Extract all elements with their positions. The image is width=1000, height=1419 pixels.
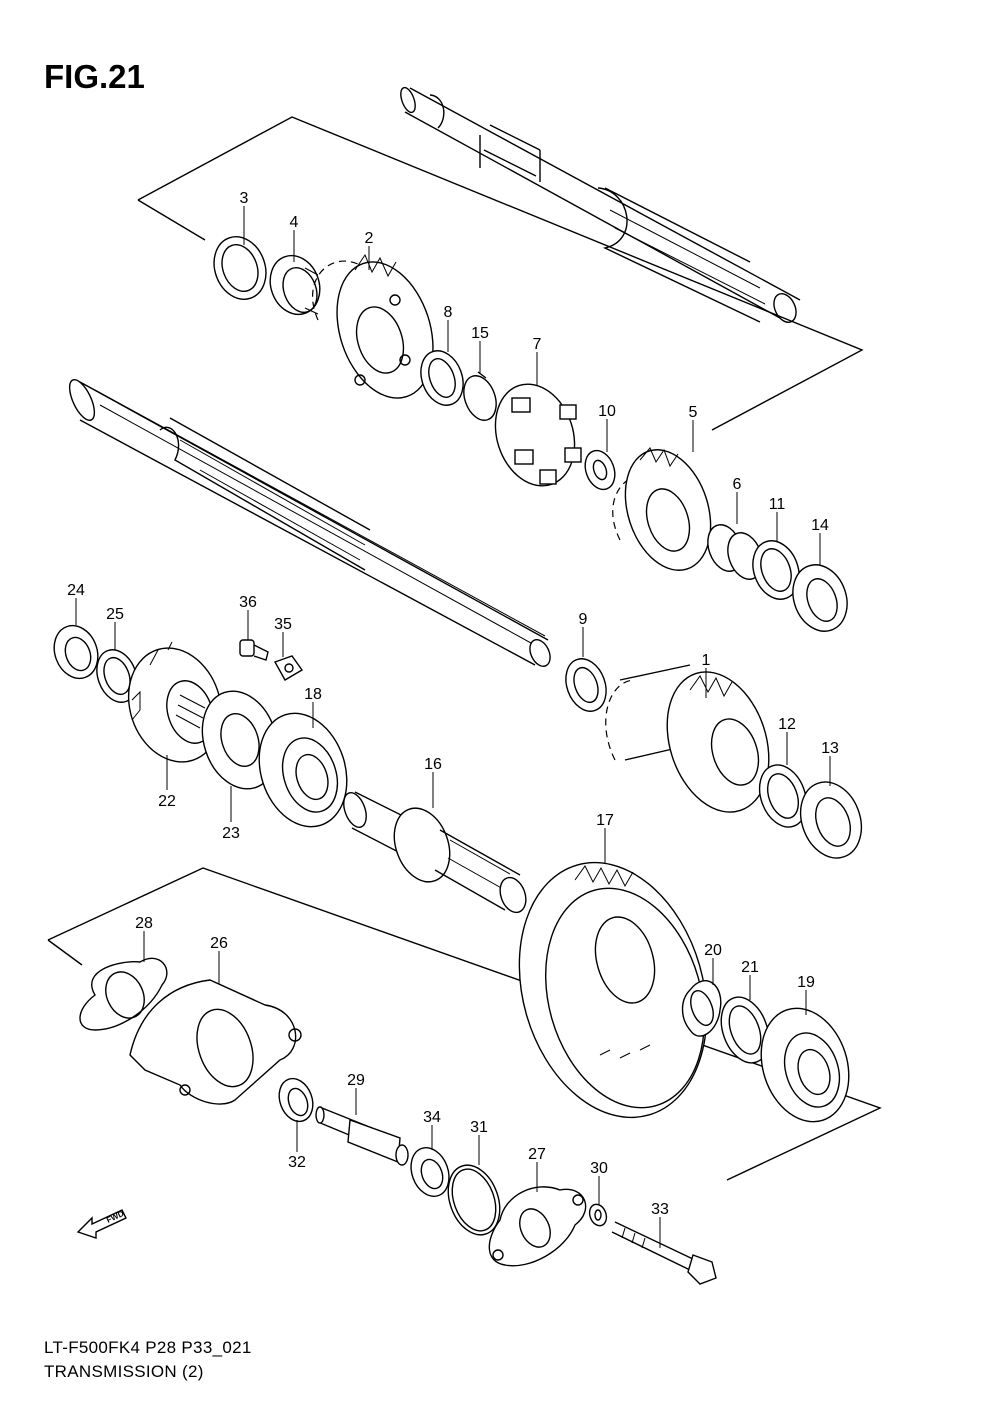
part-3-seal bbox=[213, 236, 267, 300]
part-label-16: 16 bbox=[424, 756, 442, 773]
part-11-washer bbox=[752, 540, 800, 600]
part-2-gear bbox=[312, 253, 434, 399]
part-labels: 3 4 2 8 15 7 10 5 6 11 14 24 25 36 35 18… bbox=[67, 190, 839, 1218]
part-15-circlip bbox=[463, 371, 497, 421]
part-28-gasket bbox=[79, 957, 168, 1031]
figure-name: TRANSMISSION (2) bbox=[44, 1362, 204, 1381]
part-36-bolt bbox=[239, 639, 269, 661]
part-18-bearing bbox=[258, 712, 348, 828]
part-22-bevel-gear bbox=[127, 641, 223, 763]
part-label-26: 26 bbox=[210, 935, 228, 952]
part-label-31: 31 bbox=[470, 1119, 488, 1136]
part-label-1: 1 bbox=[702, 652, 711, 669]
part-label-11: 11 bbox=[769, 496, 786, 513]
part-34-bearing bbox=[410, 1147, 450, 1197]
part-label-4: 4 bbox=[290, 214, 299, 231]
part-label-19: 19 bbox=[797, 974, 815, 991]
part-label-8: 8 bbox=[444, 304, 453, 321]
part-16-output-shaft bbox=[343, 791, 527, 914]
part-26-housing bbox=[129, 979, 302, 1105]
upper-shaft bbox=[400, 86, 801, 323]
part-label-32: 32 bbox=[288, 1154, 306, 1171]
part-label-24: 24 bbox=[67, 582, 85, 599]
part-label-21: 21 bbox=[741, 959, 759, 976]
part-17-final-driven-gear bbox=[518, 861, 708, 1119]
part-label-6: 6 bbox=[733, 476, 742, 493]
part-label-5: 5 bbox=[689, 404, 698, 421]
part-8-washer bbox=[420, 350, 464, 406]
part-19-bearing bbox=[760, 1007, 850, 1123]
part-33-bolt bbox=[611, 1221, 717, 1285]
part-label-3: 3 bbox=[240, 190, 249, 207]
part-29-pinion-shaft bbox=[315, 1106, 409, 1166]
part-10-washer bbox=[584, 449, 616, 491]
part-13-bearing bbox=[799, 781, 863, 859]
part-label-27: 27 bbox=[528, 1146, 546, 1163]
part-25-washer bbox=[96, 649, 138, 703]
figure-title: FIG.21 bbox=[44, 58, 145, 95]
part-21-shim bbox=[720, 996, 770, 1064]
upper-guide-left bbox=[137, 199, 206, 241]
part-label-15: 15 bbox=[471, 325, 489, 342]
part-20-washer bbox=[681, 980, 722, 1037]
part-1-gear bbox=[605, 664, 770, 813]
part-14-bearing bbox=[792, 564, 848, 632]
part-label-17: 17 bbox=[596, 812, 614, 829]
part-label-36: 36 bbox=[239, 594, 257, 611]
part-7-shift-dog bbox=[494, 383, 582, 487]
part-27-cover bbox=[488, 1186, 587, 1267]
part-label-25: 25 bbox=[106, 606, 124, 623]
model-code: LT-F500FK4 P28 P33_021 bbox=[44, 1338, 252, 1357]
part-label-10: 10 bbox=[598, 403, 616, 420]
part-label-20: 20 bbox=[704, 942, 722, 959]
part-12-washer bbox=[758, 764, 808, 828]
part-label-33: 33 bbox=[651, 1201, 669, 1218]
part-label-28: 28 bbox=[135, 915, 153, 932]
leader-lines bbox=[75, 206, 831, 1248]
part-label-23: 23 bbox=[222, 825, 240, 842]
part-35-lock-washer bbox=[273, 655, 304, 681]
part-label-2: 2 bbox=[365, 230, 374, 247]
part-label-13: 13 bbox=[821, 740, 839, 757]
part-label-35: 35 bbox=[274, 616, 292, 633]
part-label-30: 30 bbox=[590, 1160, 608, 1177]
part-31-o-ring bbox=[447, 1164, 501, 1236]
part-label-18: 18 bbox=[304, 686, 322, 703]
part-32-oil-seal bbox=[278, 1077, 314, 1123]
part-9-washer bbox=[565, 658, 607, 712]
part-label-12: 12 bbox=[778, 716, 796, 733]
part-label-9: 9 bbox=[579, 611, 588, 628]
part-5-gear bbox=[612, 447, 712, 571]
upper-shaft-guide bbox=[137, 116, 864, 431]
part-label-14: 14 bbox=[811, 517, 829, 534]
part-label-7: 7 bbox=[533, 336, 542, 353]
part-label-34: 34 bbox=[423, 1109, 441, 1126]
part-24-oil-seal bbox=[53, 624, 99, 680]
part-label-29: 29 bbox=[347, 1072, 365, 1089]
part-30-washer bbox=[588, 1203, 608, 1227]
main-shaft bbox=[68, 379, 551, 667]
fwd-arrow-icon: FWD bbox=[76, 1209, 127, 1239]
part-label-22: 22 bbox=[158, 793, 176, 810]
part-4-bearing bbox=[269, 254, 321, 316]
lower-guide-left bbox=[47, 939, 83, 966]
